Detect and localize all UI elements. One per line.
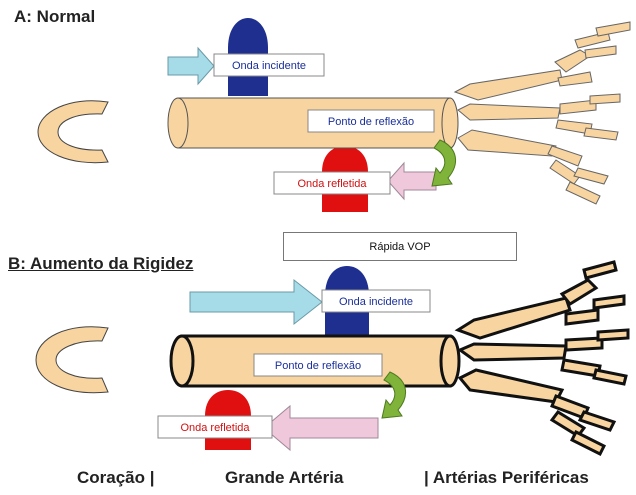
footer-peripheral-label: | Artérias Periféricas bbox=[424, 468, 589, 488]
panel-b-incident-label: Onda incidente bbox=[339, 296, 413, 308]
panel-a-reflected-arrow bbox=[388, 163, 436, 199]
panel-b-reflected-arrow bbox=[264, 406, 378, 450]
panel-a-reflected-label: Onda refletida bbox=[297, 178, 367, 190]
panel-b-reflected-label: Onda refletida bbox=[180, 422, 250, 434]
panel-a-reflection-label: Ponto de reflexão bbox=[328, 116, 414, 128]
panel-b-incident-arrow bbox=[190, 280, 322, 324]
panel-a-peripheral-arteries bbox=[455, 22, 630, 204]
footer-heart-label: Coração | bbox=[77, 468, 155, 488]
panel-b-heart-shape bbox=[36, 327, 108, 393]
panel-b-peripheral-arteries bbox=[458, 262, 628, 454]
panel-b-reflection-label: Ponto de reflexão bbox=[275, 360, 361, 372]
footer-large-artery-label: Grande Artéria bbox=[225, 468, 343, 488]
panel-a-incident-arrow bbox=[168, 48, 214, 84]
panel-a-heart-shape bbox=[38, 101, 108, 163]
panel-a-incident-label: Onda incidente bbox=[232, 60, 306, 72]
